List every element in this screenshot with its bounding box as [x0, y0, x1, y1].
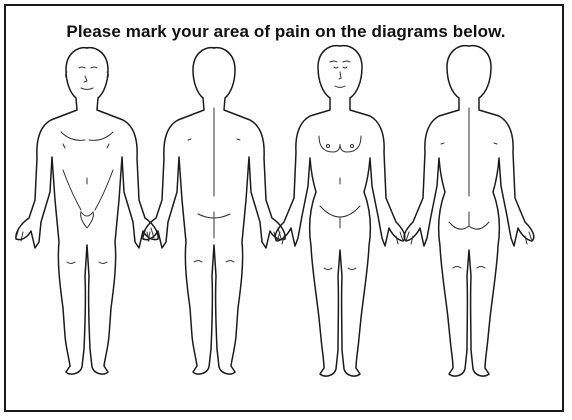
female-back-figure[interactable]: [404, 46, 534, 376]
female-front-figure[interactable]: [275, 46, 405, 376]
male-back-figure[interactable]: [143, 48, 285, 374]
male-front-figure[interactable]: [16, 48, 158, 374]
